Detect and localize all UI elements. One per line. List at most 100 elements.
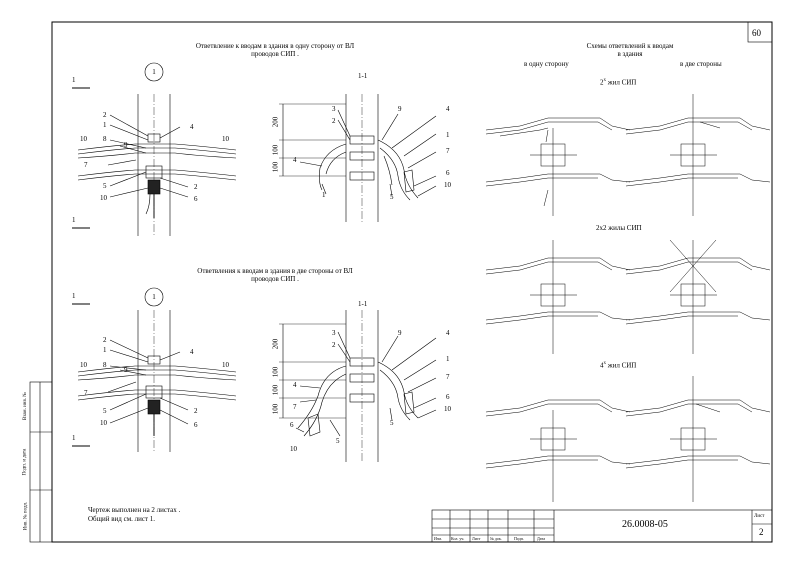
callout: 1 bbox=[103, 121, 107, 129]
callout: 10 bbox=[222, 361, 229, 369]
title-col-data: Дата bbox=[537, 536, 545, 541]
stamp-inv: Инв. № подл. bbox=[23, 501, 29, 531]
sheet-value: 2 bbox=[759, 527, 764, 537]
bottom-circle-label: 1 bbox=[152, 293, 156, 301]
title-col-doc: № док. bbox=[490, 536, 502, 541]
callout: 6 bbox=[194, 421, 198, 429]
note-line1: Чертеж выполнен на 2 листах . bbox=[88, 506, 181, 514]
top-dim-100a: 100 bbox=[271, 144, 280, 156]
callout: 10 bbox=[100, 419, 107, 427]
callout: 2 bbox=[194, 183, 198, 191]
schemes-col-right: в две стороны bbox=[680, 60, 722, 68]
callout: 1 bbox=[322, 191, 326, 199]
callout: 4 bbox=[446, 105, 450, 113]
callout: 8 bbox=[103, 361, 107, 369]
top-section-label: 1-1 bbox=[358, 72, 368, 80]
callout: 5 bbox=[390, 419, 394, 427]
callout: 1 bbox=[446, 131, 450, 139]
scheme-row-3-label: 4х жил СИП bbox=[600, 361, 637, 370]
callout: 5 bbox=[390, 193, 394, 201]
callout: 10 bbox=[80, 361, 87, 369]
callout: 10 bbox=[80, 135, 87, 143]
scheme-row-1-label: 2х жил СИП bbox=[600, 78, 637, 87]
callout: 7 bbox=[446, 147, 450, 155]
top-dim-200: 200 bbox=[271, 116, 280, 128]
side-stamp bbox=[29, 381, 53, 543]
stamp-vzam: Взам. инв. № bbox=[23, 391, 29, 421]
sheet-label: Лист bbox=[754, 514, 765, 519]
callout: 6 bbox=[446, 393, 450, 401]
callout: 10 bbox=[290, 445, 297, 453]
bottom-dim-100a: 100 bbox=[271, 366, 280, 378]
title-col-podp: Подп. bbox=[514, 536, 524, 541]
callout: 1 bbox=[446, 355, 450, 363]
callout: 10 bbox=[100, 194, 107, 202]
callout: 2 bbox=[332, 341, 336, 349]
callout: 8 bbox=[103, 135, 107, 143]
top-front-view bbox=[72, 87, 237, 236]
bottom-dim-100b: 100 bbox=[271, 384, 280, 396]
bottom-front-view bbox=[72, 303, 237, 452]
scheme-row-1-left bbox=[485, 117, 631, 216]
callout: 6 bbox=[194, 195, 198, 203]
callout: 9 bbox=[124, 366, 128, 374]
callout: 7 bbox=[84, 161, 88, 169]
callout: 4 bbox=[293, 381, 297, 389]
callout: 2 bbox=[103, 336, 107, 344]
callout: 3 bbox=[332, 329, 336, 337]
schemes-col-left: в одну сторону bbox=[524, 60, 569, 68]
bottom-dim-100c: 100 bbox=[271, 403, 280, 415]
callout: 2 bbox=[332, 117, 336, 125]
sheet-frame bbox=[51, 21, 773, 543]
top-title-line1: Ответвление к вводам в здания в одну сто… bbox=[195, 42, 355, 50]
stamp-podp: Подп. и дата bbox=[22, 448, 28, 476]
page-number-box bbox=[747, 21, 773, 43]
top-cut-mark-lower: 1 bbox=[72, 216, 76, 224]
bottom-section-label: 1-1 bbox=[358, 300, 368, 308]
top-circle-label: 1 bbox=[152, 68, 156, 76]
title-col-kol: Кол. уч. bbox=[451, 536, 465, 541]
top-dim-100b: 100 bbox=[271, 161, 280, 173]
callout: 5 bbox=[103, 407, 107, 415]
bottom-cut-mark-lower: 1 bbox=[72, 434, 76, 442]
view-circle-top bbox=[144, 62, 164, 82]
scheme-row-3-right bbox=[625, 376, 771, 502]
callout: 4 bbox=[446, 329, 450, 337]
scheme-row-2-left bbox=[485, 240, 631, 354]
callout: 2 bbox=[194, 407, 198, 415]
title-col-list: Лист bbox=[472, 536, 481, 541]
page-number: 60 bbox=[752, 28, 761, 38]
callout: 1 bbox=[103, 346, 107, 354]
callout: 7 bbox=[293, 403, 297, 411]
note-line2: Общий вид см. лист 1. bbox=[88, 515, 156, 523]
callout: 2 bbox=[103, 111, 107, 119]
view-circle-bottom bbox=[144, 287, 164, 307]
scheme-row-2-label: 2х2 жилы СИП bbox=[596, 224, 642, 232]
bottom-dim-200: 200 bbox=[271, 338, 280, 350]
top-section-view bbox=[279, 94, 437, 222]
callout: 6 bbox=[446, 169, 450, 177]
callout: 6 bbox=[290, 421, 294, 429]
callout: 5 bbox=[336, 437, 340, 445]
callout: 7 bbox=[446, 373, 450, 381]
bottom-title-line1: Ответвления к вводам в здания в две стор… bbox=[197, 267, 353, 275]
scheme-row-1-right bbox=[625, 94, 771, 216]
title-block bbox=[431, 509, 773, 543]
schemes-diagrams bbox=[485, 94, 771, 502]
callout: 9 bbox=[124, 141, 128, 149]
callout: 10 bbox=[444, 405, 451, 413]
scheme-row-2-right bbox=[625, 239, 771, 354]
callout: 10 bbox=[444, 181, 451, 189]
callout: 9 bbox=[398, 105, 402, 113]
bottom-section-view bbox=[279, 310, 437, 462]
bottom-title-line2: проводов СИП . bbox=[251, 275, 299, 283]
callout: 9 bbox=[398, 329, 402, 337]
bottom-cut-mark-upper: 1 bbox=[72, 292, 76, 300]
callout: 10 bbox=[222, 135, 229, 143]
callout: 5 bbox=[103, 182, 107, 190]
scheme-row-3-left bbox=[485, 399, 631, 502]
top-cut-mark-upper: 1 bbox=[72, 76, 76, 84]
callout: 4 bbox=[190, 123, 194, 131]
drawing-code: 26.0008-05 bbox=[622, 519, 668, 530]
